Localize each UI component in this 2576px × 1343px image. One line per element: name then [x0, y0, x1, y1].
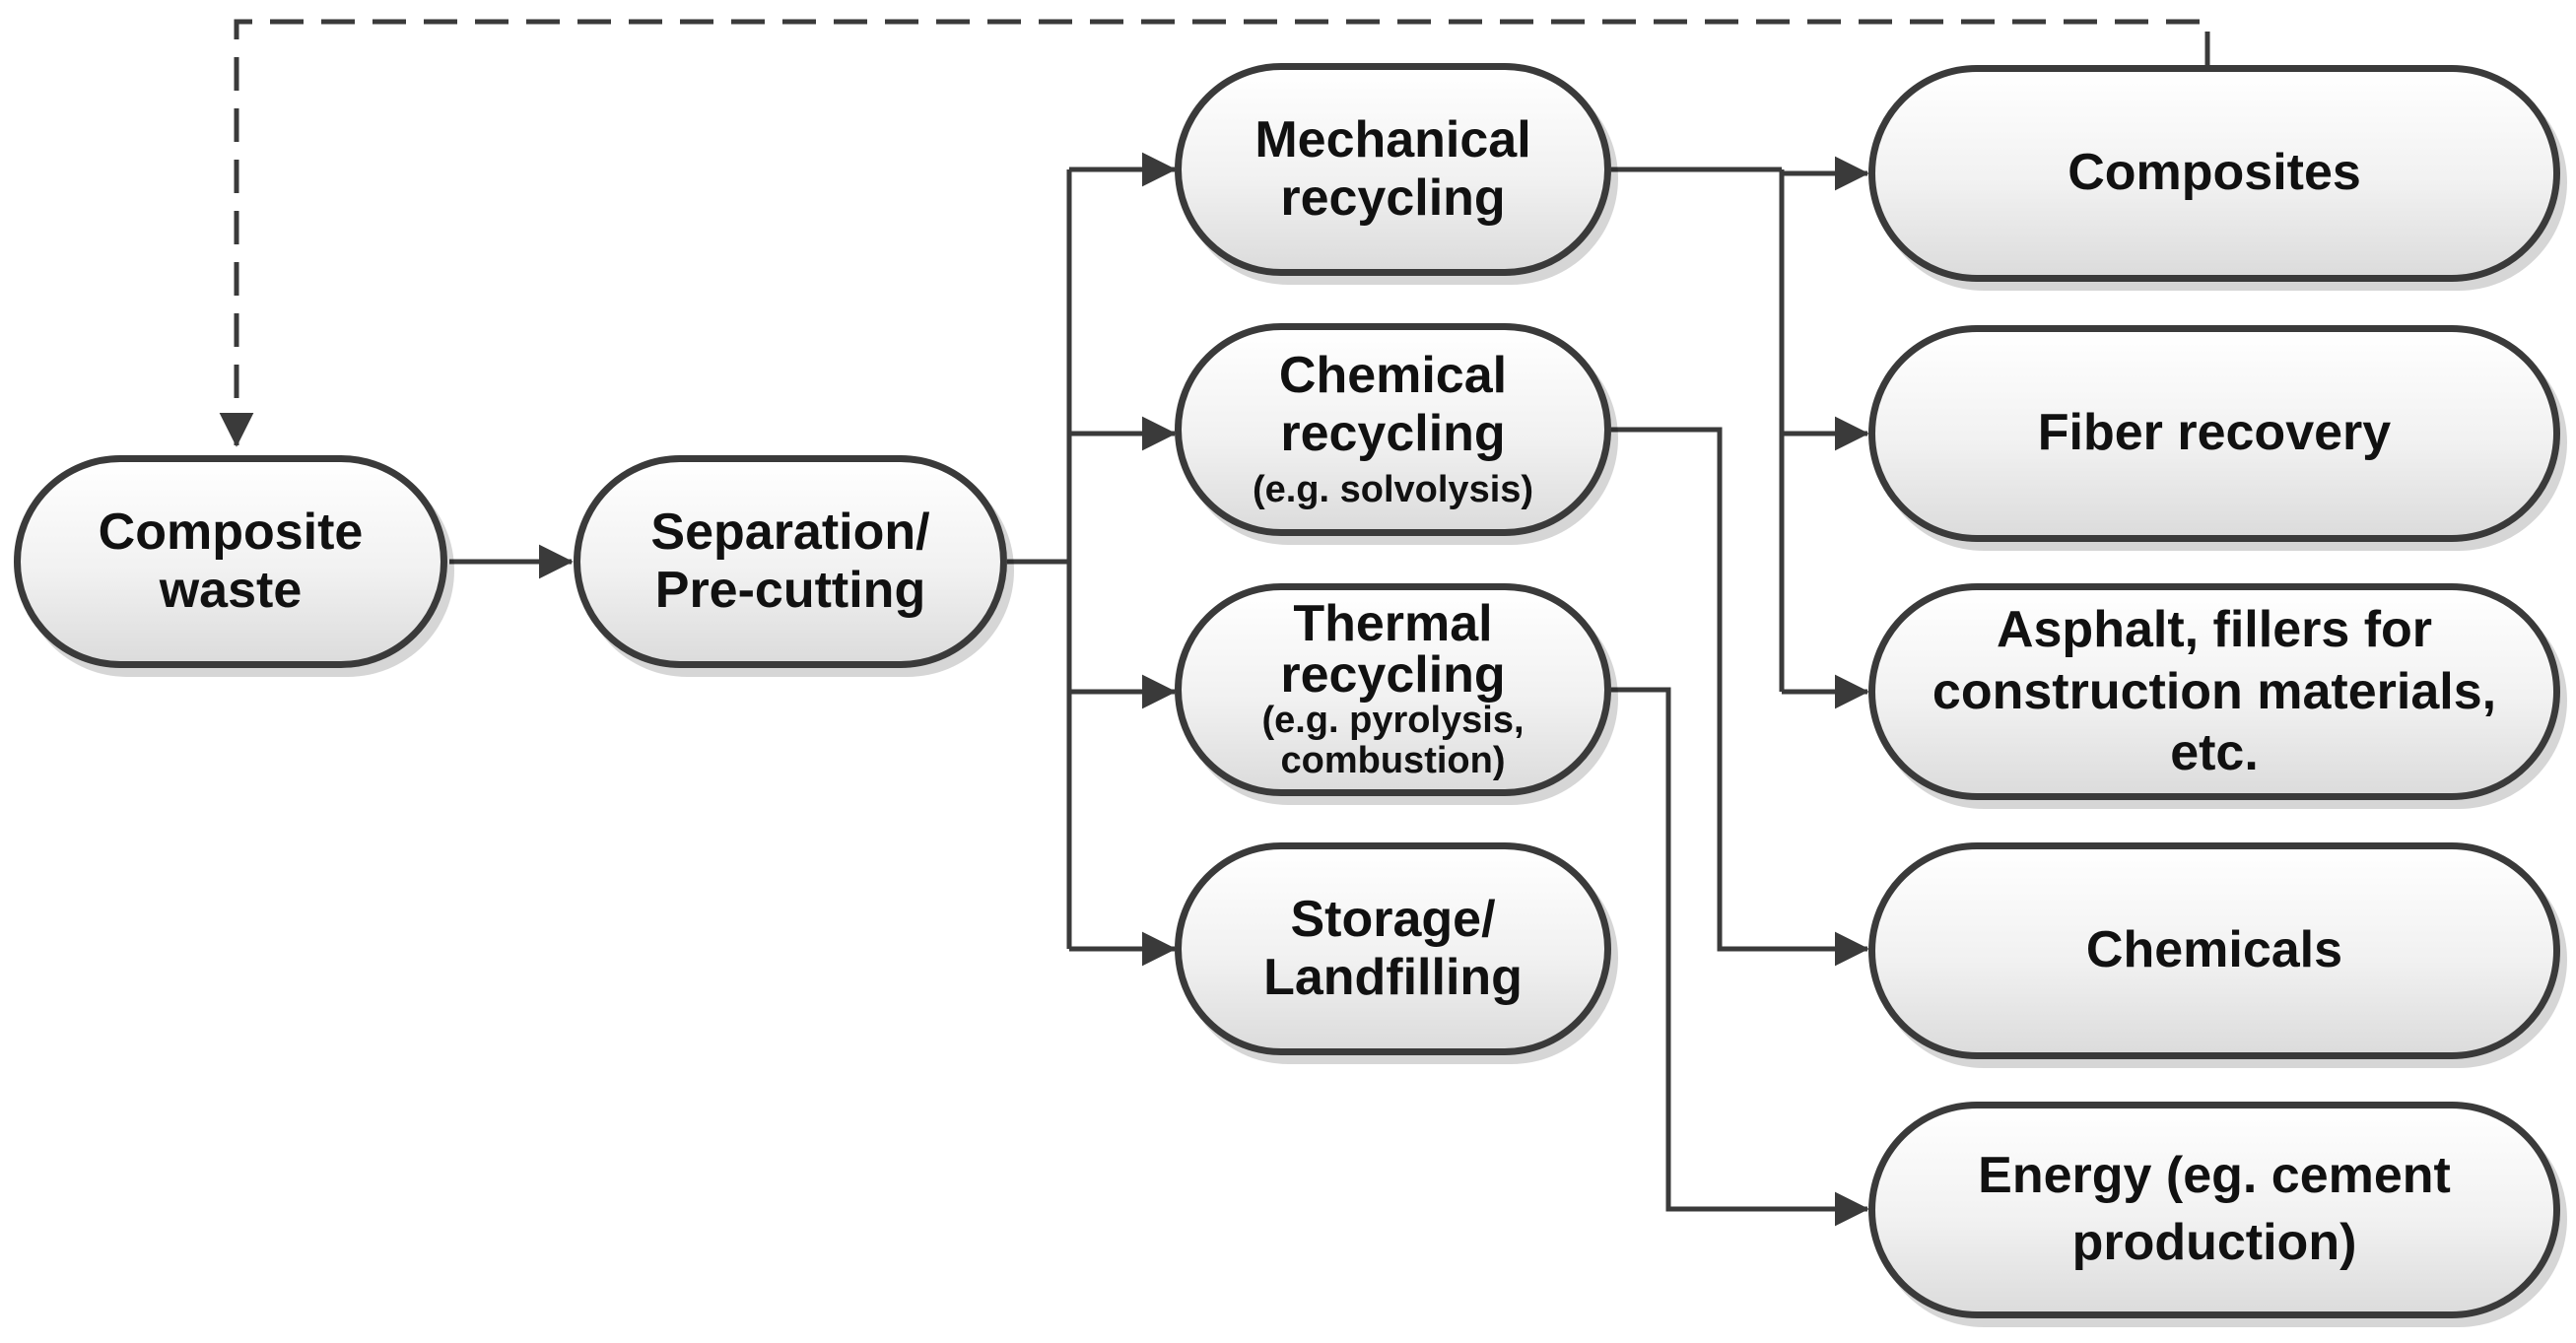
node-label: Fiber recovery: [2037, 404, 2392, 462]
composite-waste-node: Composite waste: [14, 455, 447, 668]
node-label: Energy (eg. cement: [1978, 1147, 2451, 1205]
chemicals-node: Chemicals: [1868, 842, 2560, 1059]
node-label: Asphalt, fillers for: [1996, 601, 2433, 659]
node-label: recycling: [1280, 645, 1506, 704]
node-label: etc.: [2170, 724, 2259, 782]
node-label: Composites: [2068, 144, 2361, 202]
node-label: Thermal: [1293, 594, 1493, 652]
node-label: recycling: [1280, 169, 1506, 227]
asphalt-fillers-node: Asphalt, fillers for construction materi…: [1868, 583, 2560, 800]
node-label: Pre-cutting: [654, 562, 926, 619]
node-label: recycling: [1280, 405, 1506, 463]
feedback-dashed-arrow: [219, 19, 2210, 447]
node-sublabel: (e.g. solvolysis): [1252, 469, 1534, 511]
mechanical-recycling-node: Mechanical recycling: [1175, 63, 1611, 276]
storage-landfilling-node: Storage/ Landfilling: [1175, 842, 1611, 1055]
thermal-recycling-node: Thermal recycling (e.g. pyrolysis, combu…: [1175, 583, 1611, 796]
chemical-recycling-node: Chemical recycling (e.g. solvolysis): [1175, 323, 1611, 536]
arrow-thermal-to-energy: [1611, 687, 1869, 1227]
node-label: construction materials,: [1932, 662, 2497, 720]
node-label: Chemical: [1278, 346, 1508, 404]
node-label: Storage/: [1290, 890, 1496, 948]
separation-node: Separation/ Pre-cutting: [574, 455, 1007, 668]
node-label: Composite: [98, 503, 364, 561]
node-label: Mechanical: [1254, 110, 1531, 168]
node-label: Chemicals: [2085, 921, 2343, 979]
composites-node: Composites: [1868, 65, 2560, 282]
node-label: Landfilling: [1263, 949, 1523, 1006]
node-sublabel: combustion): [1280, 740, 1506, 781]
arrow-chemical-to-chemicals: [1611, 427, 1869, 967]
node-label: waste: [159, 562, 303, 619]
node-label: Separation/: [650, 503, 930, 561]
fiber-recovery-node: Fiber recovery: [1868, 325, 2560, 542]
energy-node: Energy (eg. cement production): [1868, 1102, 2560, 1318]
node-sublabel: (e.g. pyrolysis,: [1261, 699, 1525, 741]
node-label: production): [2071, 1214, 2357, 1271]
